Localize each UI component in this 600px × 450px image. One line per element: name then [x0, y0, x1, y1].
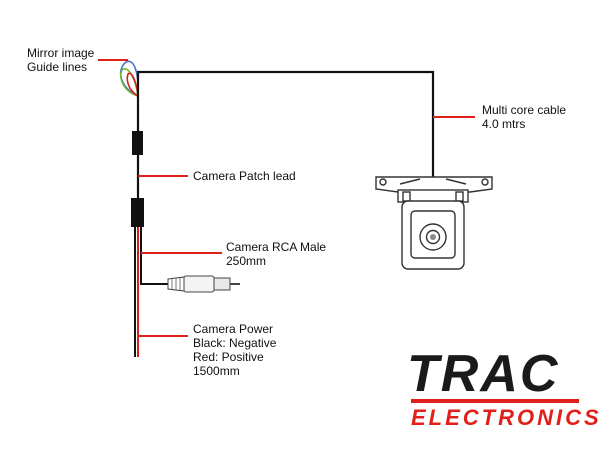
power-label-line-1: Camera Power: [193, 322, 274, 336]
rca-lead: [140, 227, 168, 285]
rca-male-label: Camera RCA Male 250mm: [226, 240, 326, 268]
leader-lines: [98, 59, 475, 337]
multicore-label-line-2: 4.0 mtrs: [482, 117, 526, 131]
mirror-label-line-2: Guide lines: [27, 60, 88, 74]
camera-power-label: Camera Power Black: Negative Red: Positi…: [193, 322, 276, 378]
electronics-logo-text: ELECTRONICS: [411, 405, 600, 430]
multi-core-cable: [136, 70, 435, 183]
trac-logo: TRAC: [407, 345, 560, 403]
power-label-line-4: 1500mm: [193, 364, 240, 378]
camera-icon: [375, 176, 493, 270]
guide-line-loops: [119, 60, 139, 97]
mirror-label-line-1: Mirror image: [27, 46, 95, 60]
power-leads: [134, 227, 139, 357]
rca-label-line-1: Camera RCA Male: [226, 240, 327, 254]
rca-label-line-2: 250mm: [226, 254, 267, 268]
logo-divider: [411, 399, 579, 403]
patch-label-line-1: Camera Patch lead: [193, 169, 296, 183]
rca-connector: [167, 275, 240, 293]
multi-core-cable-label: Multi core cable 4.0 mtrs: [482, 103, 566, 131]
patch-lead-label: Camera Patch lead: [193, 169, 296, 183]
camera-patch-lead: [131, 96, 144, 227]
power-label-line-3: Red: Positive: [193, 350, 264, 364]
power-label-line-2: Black: Negative: [193, 336, 277, 350]
mirror-guide-label: Mirror image Guide lines: [27, 46, 94, 74]
multicore-label-line-1: Multi core cable: [482, 103, 567, 117]
